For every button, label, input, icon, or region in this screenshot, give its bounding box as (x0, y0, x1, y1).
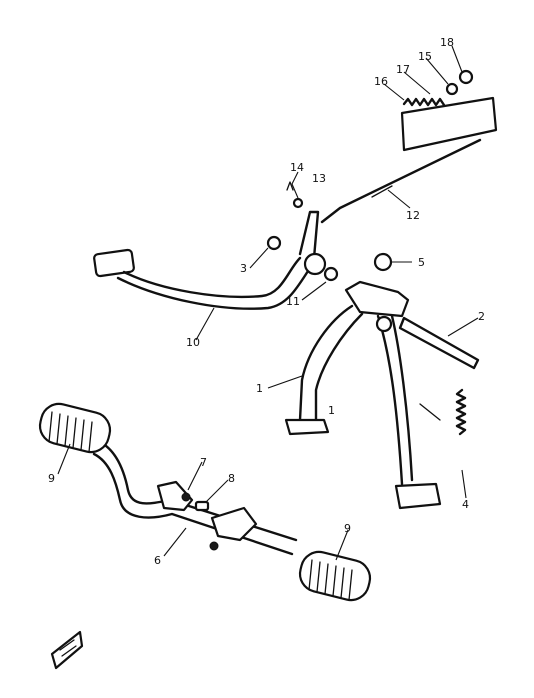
leader-9-left (57, 443, 71, 475)
callout-16: 16 (374, 75, 388, 88)
pivot-shaft (398, 316, 480, 370)
footrest-assembly (38, 402, 372, 602)
adjuster-knob (458, 69, 474, 85)
brake-pedal-arm-lower (116, 260, 316, 310)
leader-16 (383, 83, 405, 101)
brake-rod-assembly (320, 69, 498, 224)
callout-11: 11 (286, 295, 300, 308)
callout-1: 1 (256, 382, 263, 395)
stand-right-leg (390, 314, 414, 482)
leader-3 (249, 247, 269, 269)
callouts: 18 15 17 16 14 13 12 3 5 11 10 2 1 1 4 9… (48, 36, 485, 567)
leader-13 (291, 183, 299, 199)
brake-pedal-pad (93, 248, 135, 278)
stand-boss (375, 315, 393, 333)
leader-11 (301, 281, 327, 301)
orientation-box (50, 630, 84, 670)
collar-part (323, 266, 339, 282)
leader-6 (163, 527, 187, 557)
callout-3: 3 (240, 262, 247, 275)
callout-17: 17 (396, 63, 410, 76)
leader-lines (57, 45, 479, 561)
stand-left-leg (298, 304, 354, 422)
adjust-nut (445, 82, 459, 96)
footrest-rubber-right-ribs (308, 559, 353, 601)
rod-guide-plate (400, 96, 498, 152)
bracket-bolt (209, 541, 219, 551)
pedal-pivot-boss (303, 252, 327, 276)
stopper-part (373, 252, 393, 272)
callout-2: 2 (478, 310, 485, 323)
brake-rod (320, 138, 482, 224)
leader-18 (451, 45, 463, 73)
brake-pedal (93, 181, 339, 310)
brake-pedal-arm (122, 256, 302, 299)
brake-rod-segment (371, 185, 393, 198)
leader-1 (267, 375, 303, 389)
leader-4 (461, 469, 467, 499)
spring-hook (419, 403, 441, 421)
callout-7: 7 (200, 456, 207, 469)
stand-spring (455, 388, 467, 436)
footrest-rubber-left-ribs (48, 411, 93, 453)
callout-9-left: 9 (48, 472, 55, 485)
leader-2 (447, 317, 479, 337)
main-stand (284, 252, 480, 510)
rod-end-pin (292, 197, 304, 209)
plate-bolt-part (181, 492, 191, 502)
pedal-lever-up (298, 210, 320, 260)
callout-6: 6 (154, 554, 161, 567)
stand-right-foot (394, 482, 442, 510)
footrest-bracket-right (210, 506, 258, 542)
callout-4: 4 (462, 498, 469, 511)
washer-part (266, 235, 282, 251)
leader-7 (187, 461, 203, 491)
leader-17 (403, 71, 431, 95)
leader-14 (291, 171, 299, 185)
leader-10 (195, 307, 215, 341)
stand-left-foot (284, 418, 330, 436)
callout-8: 8 (228, 472, 235, 485)
callout-1b: 1 (328, 404, 335, 417)
leader-15 (425, 57, 449, 85)
stand-left-leg-inner (314, 312, 364, 422)
leader-8 (205, 479, 229, 503)
callout-14: 14 (290, 161, 304, 174)
bolt-part (194, 500, 210, 512)
stand-right-leg-inner (376, 314, 404, 486)
orientation-symbol (50, 630, 84, 670)
callout-15: 15 (418, 50, 432, 63)
callout-10: 10 (186, 336, 200, 349)
orientation-hatch (59, 639, 77, 657)
leader-9-right (335, 529, 349, 561)
footrest-bar-upper (94, 438, 298, 542)
leader-12 (387, 189, 411, 209)
footrest-bar-lower (92, 452, 294, 556)
callout-13: 13 (312, 172, 326, 185)
footrest-bracket-left (156, 480, 194, 512)
rod-spring-coil (402, 97, 446, 107)
callout-5: 5 (418, 256, 425, 269)
cotter-pin (286, 181, 294, 191)
callout-9-right: 9 (344, 522, 351, 535)
callout-12: 12 (406, 209, 420, 222)
stand-pivot-housing (344, 280, 410, 318)
callout-18: 18 (440, 36, 454, 49)
